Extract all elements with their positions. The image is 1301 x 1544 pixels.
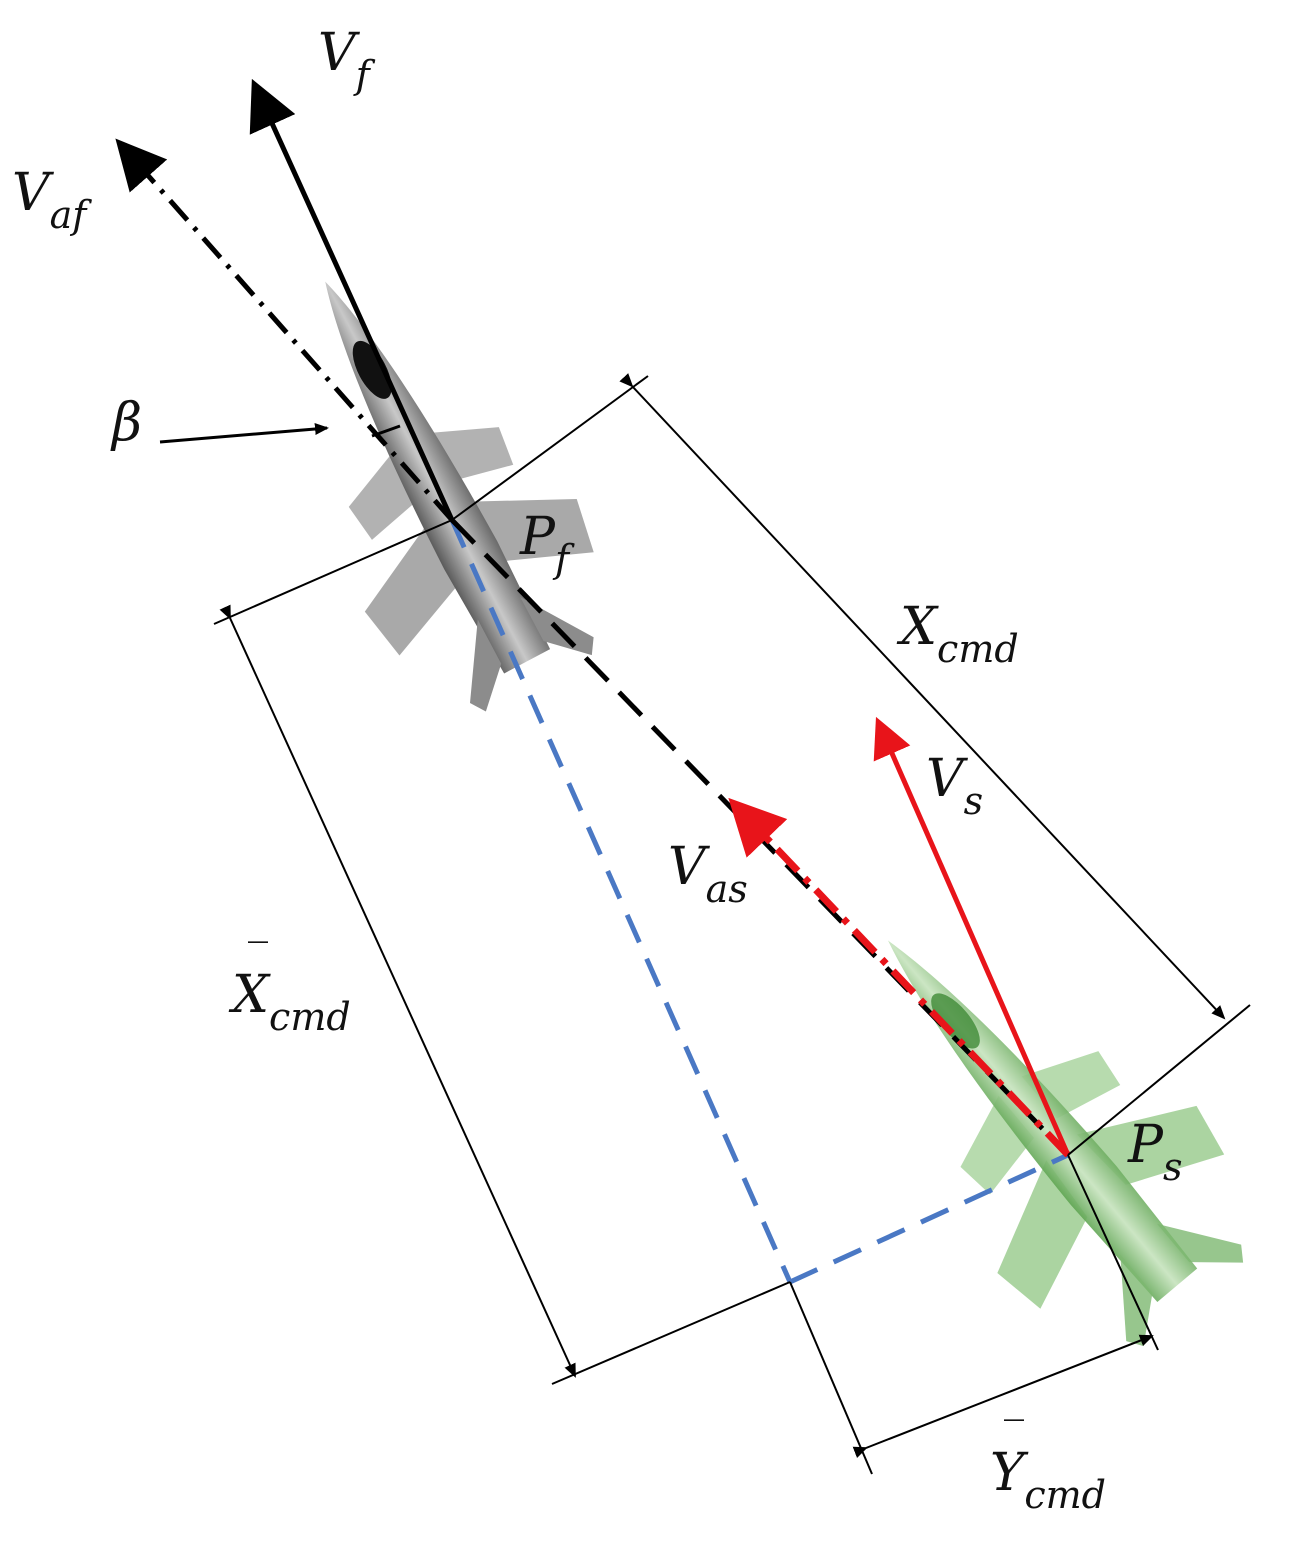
follower-velocity-arrow — [249, 78, 455, 522]
x-cmd-dimension — [451, 373, 1251, 1156]
label-xbar-cmd: Xcmd ‾ — [228, 936, 351, 1039]
label-v-af: Vaf — [12, 163, 92, 237]
label-beta: β — [110, 393, 142, 453]
svg-text:‾: ‾ — [1004, 1414, 1024, 1460]
leader-air-velocity-arrow — [728, 797, 1071, 1158]
label-p-s: Ps — [1127, 1115, 1183, 1189]
follower-aircraft-icon — [325, 281, 594, 712]
beta-pointer — [159, 423, 329, 444]
ybar-cmd-dimension — [789, 1154, 1159, 1475]
svg-text:Xcmd: Xcmd — [228, 965, 351, 1039]
svg-text:‾: ‾ — [248, 936, 268, 982]
label-x-cmd: Xcmd — [896, 597, 1019, 671]
label-ybar-cmd: Ycmd ‾ — [990, 1414, 1106, 1517]
projection-line-follower — [449, 518, 793, 1284]
beta-angle-arc — [371, 424, 401, 438]
svg-text:Ycmd: Ycmd — [990, 1443, 1106, 1517]
follower-air-velocity-arrow — [115, 138, 454, 522]
xbar-cmd-dimension — [213, 519, 791, 1385]
label-v-f: Vf — [318, 23, 376, 97]
label-v-s: Vs — [926, 749, 983, 823]
label-v-as: Vas — [668, 837, 748, 911]
projection-line-leader — [788, 1152, 1070, 1285]
